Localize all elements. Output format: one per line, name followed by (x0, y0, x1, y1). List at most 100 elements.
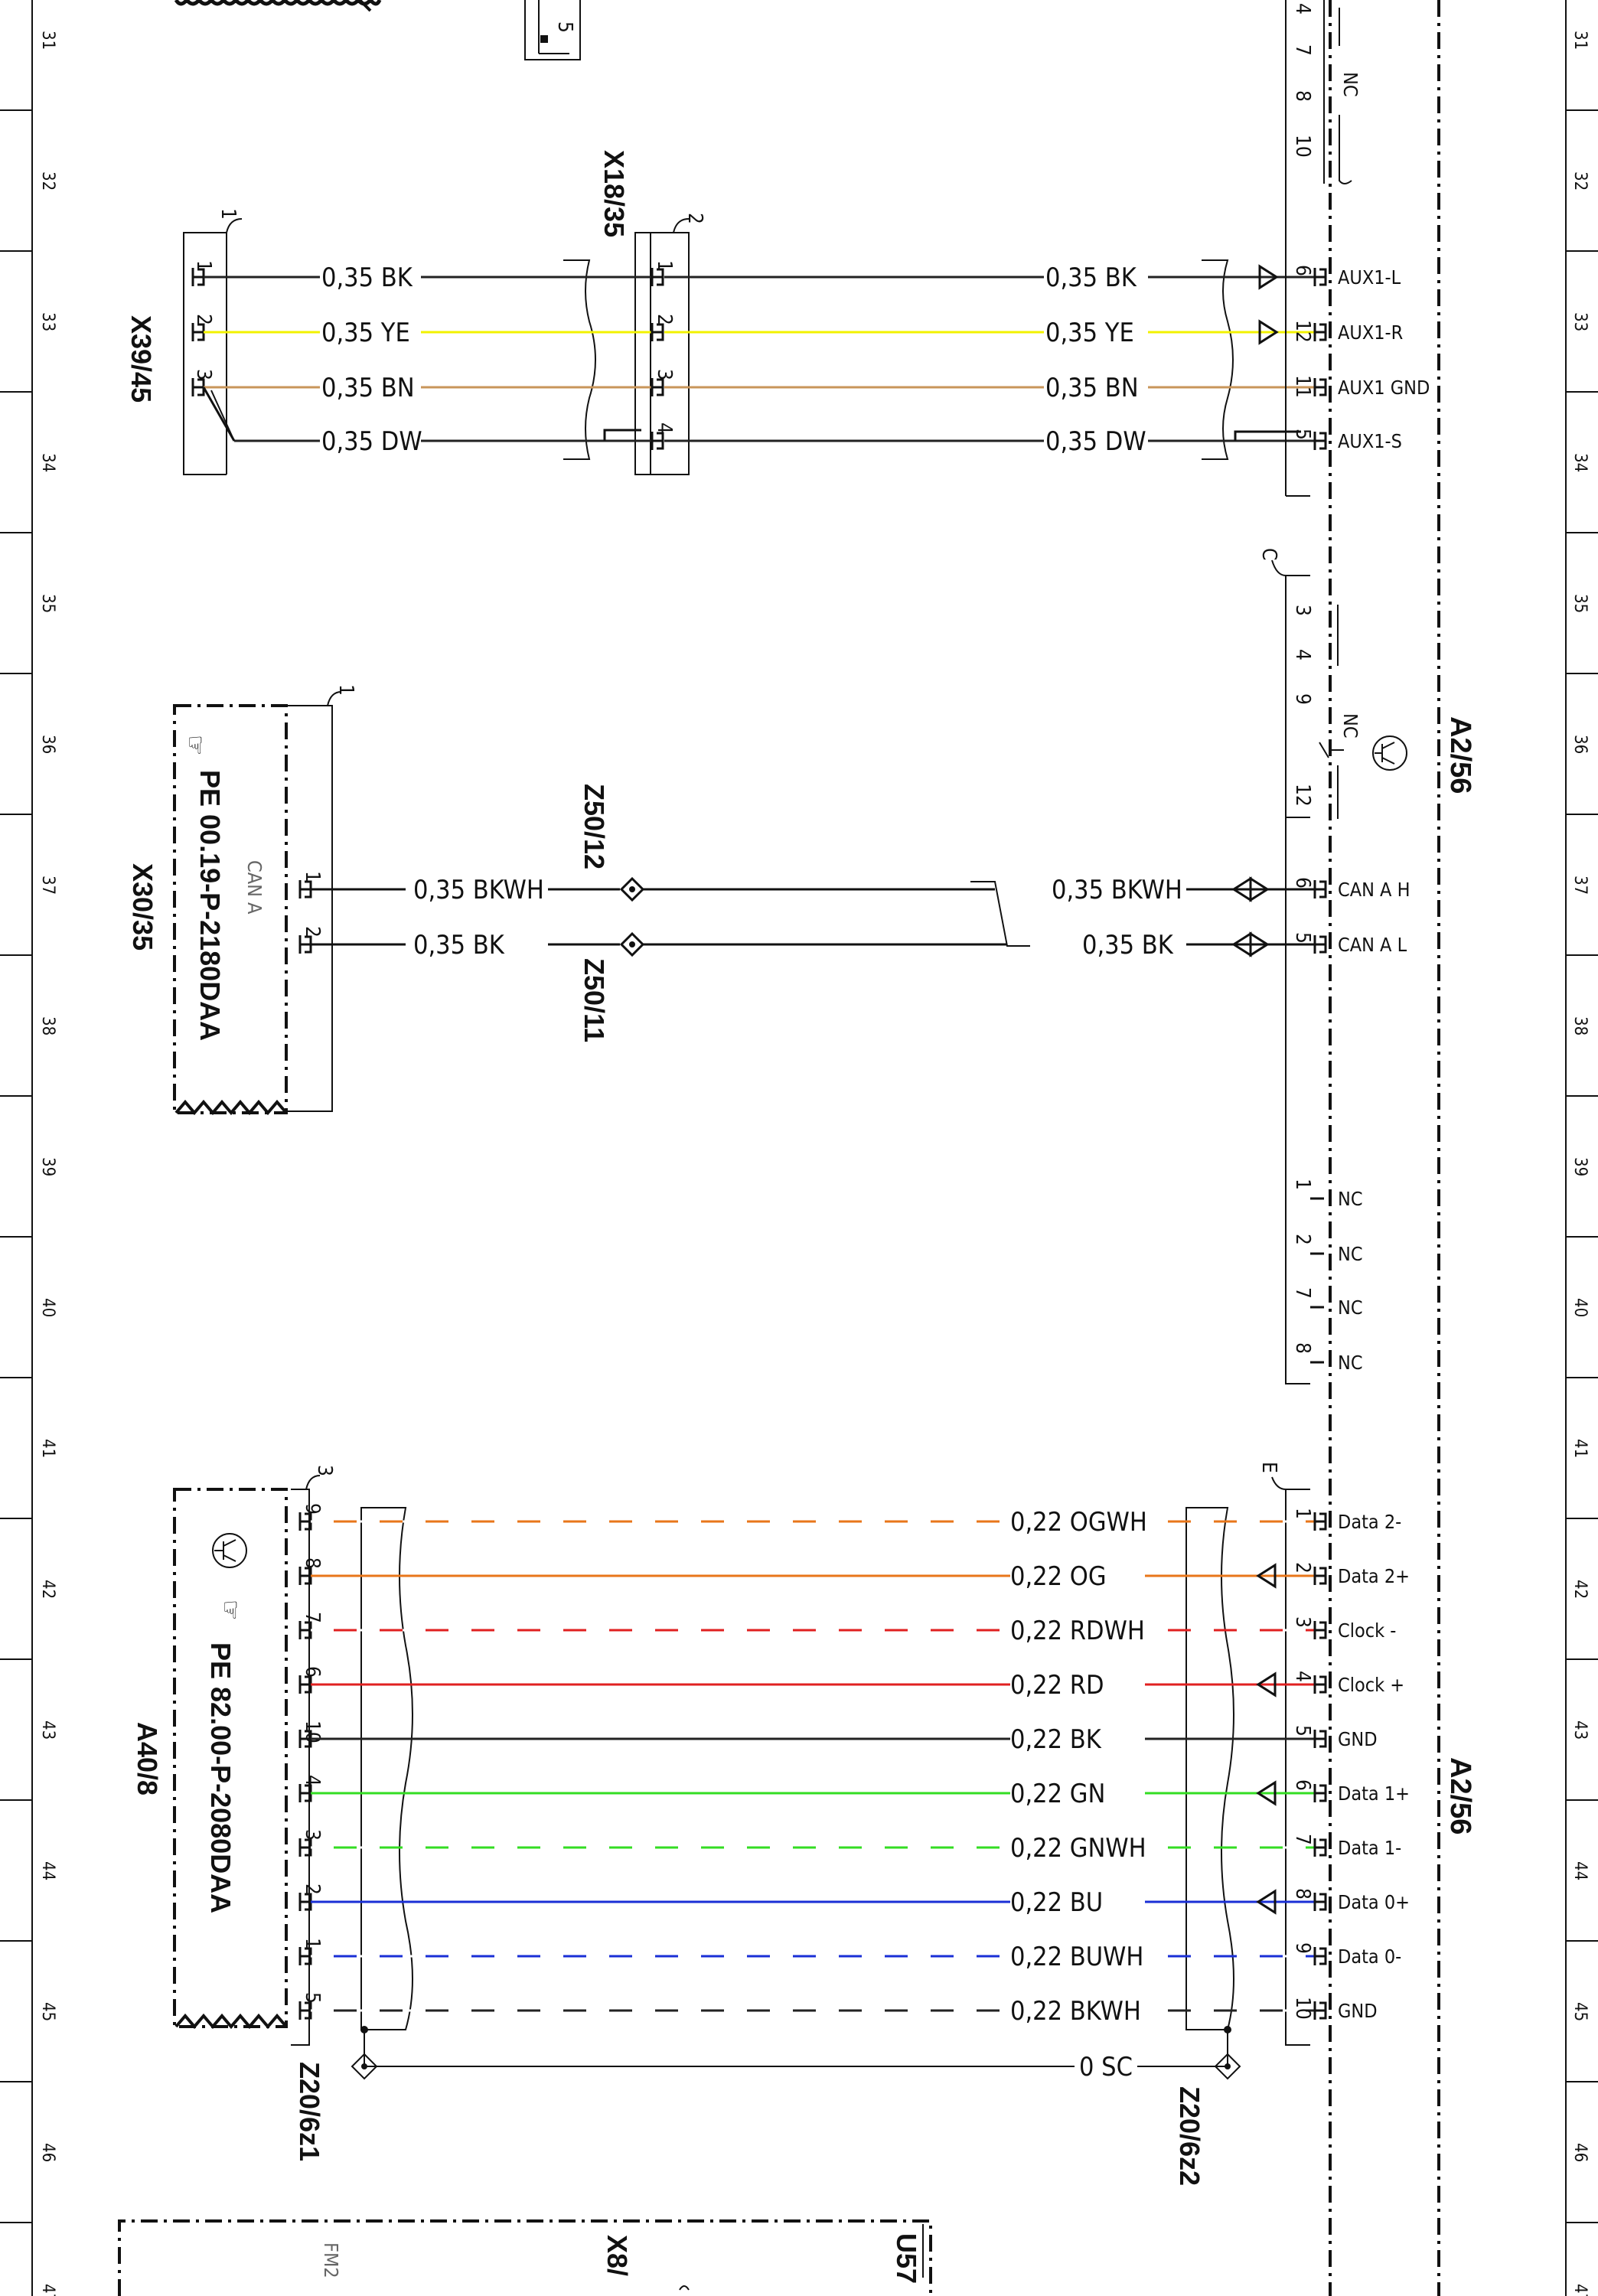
output-arrow-icon (1256, 1780, 1277, 1806)
pin-terminal (1313, 268, 1327, 286)
input-arrow-icon (1258, 319, 1279, 345)
pin-terminal (298, 880, 312, 899)
connector-c: C 3 4 9 12 NC A2/56 (1257, 548, 1476, 819)
ruler-number: 37 (38, 876, 57, 895)
x18-pin: 3 (653, 369, 676, 380)
x39-45-group: 1 (217, 208, 240, 220)
x39-45-label: X39/45 (126, 315, 157, 403)
a40-pin-number: 8 (301, 1557, 324, 1569)
a2-pin-number: 7 (1291, 1834, 1314, 1845)
pin-terminal (651, 323, 664, 341)
shield-label: 0 SC (1079, 2052, 1133, 2082)
x30-pin-number: 2 (301, 926, 324, 938)
ruler-number: 31 (38, 31, 57, 50)
ruler-number: 33 (1570, 312, 1590, 331)
nc-label: NC (1338, 1296, 1363, 1319)
pin-terminal (1313, 1730, 1327, 1748)
signal-label: Data 2+ (1338, 1565, 1410, 1587)
x39-pin: 3 (192, 369, 215, 380)
a2-pin-number: 2 (1291, 1562, 1314, 1574)
splice-icon (619, 931, 645, 957)
fm2-label: FM2 (320, 2242, 342, 2278)
pin-terminal (1313, 1621, 1327, 1639)
a40-pin-number: 1 (301, 1938, 324, 1949)
pin-terminal (1313, 1675, 1327, 1694)
nc-pin-number: 2 (1291, 1234, 1314, 1245)
wire-label: 0,22 BU (1010, 1887, 1103, 1918)
z20-6z1-label: Z20/6z1 (294, 2062, 325, 2161)
a40-8-group: 3 (313, 1465, 336, 1476)
wire-label: 0,35 DW (1045, 426, 1146, 457)
pin-terminal (1313, 323, 1327, 341)
a2-56-label-lower: A2/56 (1444, 1757, 1476, 1835)
transistor-icon (212, 1533, 247, 1568)
x30-35-ref: PE 00.19-P-2180DAA (194, 770, 226, 1041)
x18-35-group: 2 (683, 213, 706, 224)
wire-label: 0,35 BKWH (413, 875, 544, 905)
output-arrow-icon (1256, 1889, 1277, 1915)
output-arrow-icon (1256, 1671, 1277, 1698)
pin-terminal (651, 432, 664, 450)
x8-label: X8/ (602, 2235, 633, 2276)
ruler-number: 42 (1570, 1580, 1590, 1599)
ruler-number: 39 (38, 1157, 57, 1176)
wire-label: 0,35 BK (1045, 263, 1137, 293)
wire-segment (603, 429, 641, 441)
ruler-number: 45 (38, 2002, 57, 2021)
nc-label: NC (1338, 1243, 1363, 1265)
a40-8-label: A40/8 (132, 1722, 163, 1795)
signal-label: Data 0- (1338, 1945, 1401, 1968)
nc-pin-number: 8 (1291, 1342, 1314, 1354)
conn-c-pin: 4 (1291, 649, 1314, 660)
connector-e-letter: E (1257, 1462, 1280, 1473)
a2-pin-number: 12 (1291, 320, 1314, 343)
pin-terminal (191, 378, 205, 396)
splice-dot (629, 886, 635, 892)
nc-pin-number: 7 (1291, 1287, 1314, 1299)
wire-label: 0,22 OG (1010, 1561, 1107, 1592)
splice-icon (619, 876, 645, 902)
x18-pin: 4 (653, 422, 676, 434)
a2-pin-number: 6 (1291, 265, 1314, 276)
ruler-number: 47 (1570, 2284, 1590, 2296)
splice-dot (629, 941, 635, 947)
z50-12-label: Z50/12 (579, 784, 610, 869)
hand-icon: ☞ (215, 1600, 246, 1620)
pin-terminal (651, 378, 664, 396)
a40-pin-number: 3 (301, 1829, 324, 1841)
signal-label: GND (1338, 2000, 1378, 2022)
a2-pin-number: 10 (1291, 1997, 1314, 2020)
top-box-pin: 5 (553, 21, 576, 33)
a2-top-connector: 4 7 8 10 NC (1285, 0, 1362, 497)
hand-icon: ☞ (180, 735, 210, 755)
wire-label: 0,22 BUWH (1010, 1942, 1143, 1972)
nc-label: NC (1338, 1352, 1363, 1374)
ruler-number: 37 (1570, 876, 1590, 895)
wire-label: 0,22 OGWH (1010, 1507, 1147, 1538)
x30-35-group: 1 (334, 684, 357, 696)
can-a-label: CAN A (243, 860, 266, 915)
wire-label: 0,35 BK (321, 263, 413, 293)
a2-pin-number: 4 (1291, 1671, 1314, 1682)
pin-terminal (1313, 1512, 1327, 1531)
ruler-number: 33 (38, 312, 57, 331)
wire-label: 0,35 DW (321, 426, 422, 457)
pin-terminal (1313, 2001, 1327, 2020)
a2-pin-number: 1 (1291, 1508, 1314, 1519)
a2-top-pin: 8 (1291, 90, 1314, 102)
conn-c-pin: 3 (1291, 605, 1314, 616)
a2-top-pin: 10 (1291, 135, 1314, 158)
bidirectional-arrow-icon (1249, 931, 1270, 957)
a2-top-pin: 7 (1291, 44, 1314, 56)
wire-label: 0,35 BK (413, 930, 505, 960)
signal-label: Data 0+ (1338, 1891, 1410, 1913)
a40-pin-number: 6 (301, 1666, 324, 1678)
signal-label: Data 1+ (1338, 1782, 1410, 1805)
a2-pin-number: 8 (1291, 1888, 1314, 1900)
a40-pin-number: 7 (301, 1612, 324, 1623)
a2-pin-number: 6 (1291, 1779, 1314, 1791)
signal-label: CAN A H (1338, 879, 1410, 901)
pin-terminal (1313, 432, 1327, 450)
ruler-number: 44 (1570, 1861, 1590, 1880)
